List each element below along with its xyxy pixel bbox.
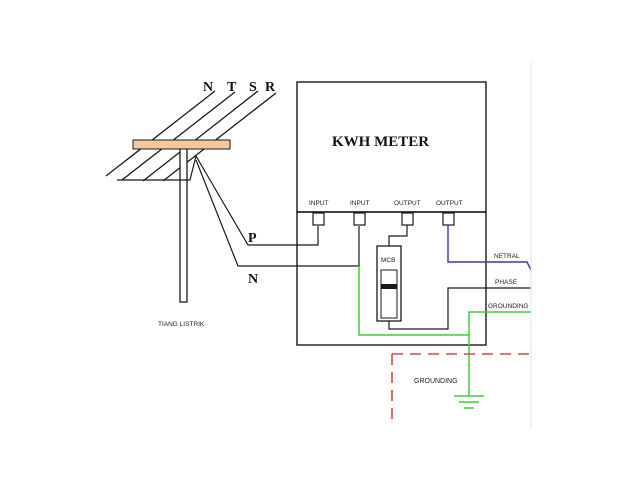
service-drop-wires [117,155,360,267]
crossarm [132,139,231,150]
terminal-input-1 [312,212,325,226]
dashed-boundary [391,353,531,420]
phase-label-t: T [227,80,237,95]
terminal-label-output-1: OUTPUT [394,200,421,207]
kwh-meter-box [296,81,487,213]
terminal-label-output-2: OUTPUT [436,200,463,207]
terminal-label-input-2: INPUT [350,200,370,207]
ground-wire [358,266,531,396]
mcb-label: MCB [381,257,395,264]
ground-label: GROUNDING [414,378,458,385]
output-label-phase: PHASE [495,279,518,286]
utility-pole [179,144,188,303]
terminal-input-2 [353,212,366,226]
neutral-output-wire [447,225,532,271]
output-to-mcb-wire [388,225,408,246]
pole-label: TIANG LISTRIK [158,321,205,328]
output-label-grounding: GROUNDING [488,303,528,310]
kwh-meter-title: KWH METER [332,134,429,150]
overhead-wires [105,90,277,182]
phase-output-wire [388,287,531,330]
phase-label-r: R [265,80,276,95]
meter-enclosure [296,211,487,346]
terminal-output-2 [442,212,455,226]
conductor-label-n: N [248,272,258,287]
terminal-output-1 [401,212,414,226]
ground-symbol-icon [454,395,484,409]
output-label-netral: NETRAL [494,253,520,260]
phase-label-n: N [203,80,213,95]
terminal-label-input-1: INPUT [309,200,329,207]
phase-label-s: S [249,80,257,95]
conductor-label-p: P [248,231,257,246]
